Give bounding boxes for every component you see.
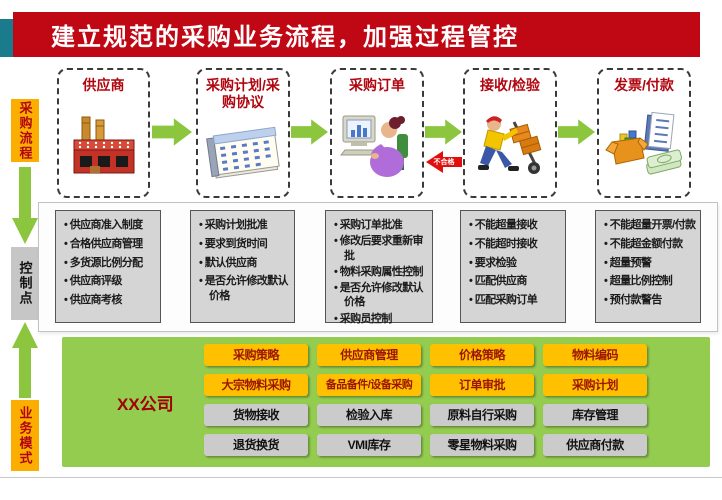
module-button: 供应商付款 <box>543 434 647 456</box>
control-item: 多货源比例分配 <box>64 256 157 270</box>
left-arrow-icon <box>426 151 462 173</box>
control-group-receive: 不能超量接收 不能超时接收 要求检验 匹配供应商 匹配采购订单 <box>460 210 566 323</box>
factory-icon <box>73 116 134 174</box>
control-item: 不能超金额付款 <box>604 237 697 251</box>
worker-trolley-icon <box>478 116 542 174</box>
invoice-payment-icon <box>605 111 682 175</box>
page-title: 建立规范的采购业务流程，加强过程管控 <box>51 25 519 51</box>
module-button: 货物接收 <box>204 404 308 426</box>
rail-control-points: 控制点 <box>11 247 39 320</box>
control-item: 预付款警告 <box>604 293 697 307</box>
reject-return-arrow: 不合格 <box>426 151 462 173</box>
control-item: 采购订单批准 <box>334 218 429 232</box>
computer-user-icon <box>339 115 408 177</box>
module-button: 备品备件/设备采购 <box>317 374 421 396</box>
rail-business-model: 业务模式 <box>11 400 39 471</box>
company-label: XX公司 <box>117 394 174 414</box>
module-button: 供应商管理 <box>317 344 421 366</box>
control-item: 修改后要求重新审批 <box>334 234 429 263</box>
flow-step-invoice-payment: 发票/付款 <box>597 68 691 198</box>
business-model-panel: XX公司 采购策略 供应商管理 价格策略 物料编码 大宗物料采购 备品备件/设备… <box>62 337 710 467</box>
step-title: 接收/检验 <box>480 77 540 93</box>
control-group-supplier: 供应商准入制度 合格供应商管理 多货源比例分配 供应商评级 供应商考核 <box>55 210 161 323</box>
control-item: 要求检验 <box>469 256 562 270</box>
module-button: 库存管理 <box>543 404 647 426</box>
control-item: 合格供应商管理 <box>64 237 157 251</box>
module-button: 物料编码 <box>543 344 647 366</box>
rail-business-model-label: 业务模式 <box>17 405 33 466</box>
right-arrow-icon <box>425 119 462 145</box>
module-button: 原料自行采购 <box>430 404 534 426</box>
control-item: 是否允许修改默认价格 <box>199 274 291 303</box>
right-arrow-icon <box>152 118 192 146</box>
module-button: 价格策略 <box>430 344 534 366</box>
control-item: 供应商评级 <box>64 274 157 288</box>
bottom-divider <box>0 477 722 478</box>
control-item: 是否允许修改默认价格 <box>334 281 429 310</box>
flow-step-supplier: 供应商 <box>57 68 150 198</box>
control-item: 默认供应商 <box>199 256 291 270</box>
right-arrow-icon <box>558 119 595 145</box>
rail-procurement-process-label: 采购流程 <box>17 100 33 161</box>
control-item: 采购计划批准 <box>199 218 291 232</box>
control-item: 供应商考核 <box>64 293 157 307</box>
step-title: 采购计划/采购协议 <box>206 77 280 110</box>
control-item: 物料采购属性控制 <box>334 265 429 279</box>
module-button: 大宗物料采购 <box>204 374 308 396</box>
rail-procurement-process: 采购流程 <box>11 99 39 162</box>
control-group-invoice: 不能超量开票/付款 不能超金额付款 超量预警 超量比例控制 预付款警告 <box>595 210 701 323</box>
flow-step-receive-inspect: 接收/检验 <box>463 68 557 198</box>
right-arrow-icon <box>291 119 328 145</box>
module-button: 检验入库 <box>317 404 421 426</box>
control-item: 采购员控制 <box>334 312 429 326</box>
title-banner: 建立规范的采购业务流程，加强过程管控 <box>13 12 700 57</box>
control-item: 超量预警 <box>604 256 697 270</box>
business-model-grid: 采购策略 供应商管理 价格策略 物料编码 大宗物料采购 备品备件/设备采购 订单… <box>204 344 647 456</box>
step-title: 发票/付款 <box>614 77 674 93</box>
control-item: 匹配采购订单 <box>469 293 562 307</box>
control-item: 不能超量开票/付款 <box>604 218 697 232</box>
flow-step-purchase-order: 采购订单 <box>330 68 424 198</box>
rail-control-points-label: 控制点 <box>17 261 33 306</box>
module-button: 采购策略 <box>204 344 308 366</box>
control-group-plan: 采购计划批准 要求到货时间 默认供应商 是否允许修改默认价格 <box>190 210 295 323</box>
step-title: 供应商 <box>82 77 125 93</box>
up-arrow-icon <box>12 322 38 398</box>
flow-step-purchase-plan: 采购计划/采购协议 <box>196 68 290 198</box>
teal-accent-block <box>0 19 13 57</box>
module-button: 采购计划 <box>543 374 647 396</box>
control-item: 要求到货时间 <box>199 237 291 251</box>
down-arrow-icon <box>12 167 38 244</box>
control-item: 超量比例控制 <box>604 274 697 288</box>
control-item: 不能超量接收 <box>469 218 562 232</box>
module-button: 订单审批 <box>430 374 534 396</box>
control-item: 匹配供应商 <box>469 274 562 288</box>
module-button: VMI库存 <box>317 434 421 456</box>
module-button: 零星物料采购 <box>430 434 534 456</box>
reject-label: 不合格 <box>433 159 455 166</box>
control-item: 不能超时接收 <box>469 237 562 251</box>
control-item: 供应商准入制度 <box>64 218 157 232</box>
module-button: 退货换货 <box>204 434 308 456</box>
spreadsheet-icon <box>206 127 280 179</box>
step-title: 采购订单 <box>349 77 405 93</box>
control-group-order: 采购订单批准 修改后要求重新审批 物料采购属性控制 是否允许修改默认价格 采购员… <box>325 210 433 326</box>
